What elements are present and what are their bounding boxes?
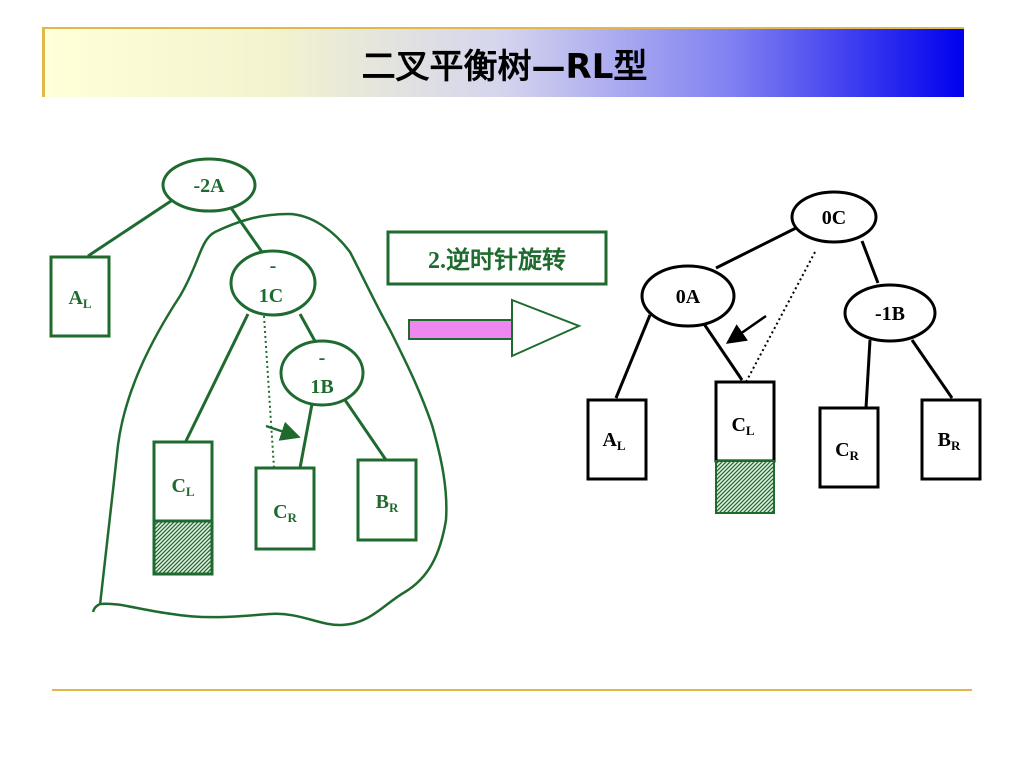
edge-b-cr — [864, 339, 872, 409]
move-arrow — [265, 421, 301, 441]
box-cr-right — [818, 406, 880, 489]
edge-a-cl — [698, 317, 744, 381]
edge-b-cr — [298, 403, 314, 469]
label-br-right: BR — [938, 429, 961, 453]
box-cl-right — [714, 380, 776, 463]
label-minus1b-top: - — [319, 347, 326, 369]
box-br-left — [356, 458, 418, 542]
label-minus1b-right: -1B — [875, 303, 905, 325]
node-0c — [790, 190, 878, 244]
edge-c-b — [860, 240, 880, 284]
left-tree-labels: -2A - 1C - 1B AL CL CR BR — [68, 175, 399, 525]
right-tree — [586, 190, 982, 514]
left-tree — [49, 157, 448, 627]
dotted-link-right — [745, 251, 816, 383]
arrow-head — [511, 298, 582, 358]
box-al-left — [49, 255, 111, 338]
label-0c: 0C — [822, 207, 846, 229]
label-cl-left: CL — [171, 475, 194, 499]
move-arrow-right — [725, 314, 767, 344]
label-minus1b-bottom: 1B — [310, 376, 333, 398]
label-minus1c-bottom: 1C — [259, 285, 283, 307]
label-minus1c-top: - — [270, 255, 277, 277]
node-0a — [640, 264, 736, 328]
label-al-left: AL — [68, 287, 91, 311]
label-0a: 0A — [676, 286, 701, 308]
rotation-label: 2.逆时针旋转 — [428, 246, 566, 274]
box-al-right — [586, 398, 648, 481]
box-cl-left — [152, 440, 214, 523]
bottom-divider — [52, 689, 972, 691]
edge-c-cl — [184, 313, 250, 442]
box-cl-left-hatch — [152, 519, 214, 576]
label-cr-left: CR — [273, 501, 297, 525]
node-minus2a — [161, 157, 257, 213]
node-minus1b-right — [843, 283, 937, 343]
label-br-left: BR — [376, 491, 399, 515]
box-br-right — [920, 398, 982, 481]
edge-a-al — [614, 314, 652, 399]
edge-a-al — [87, 197, 175, 258]
edge-a-c — [227, 204, 264, 253]
edge-c-b — [298, 313, 318, 344]
label-minus2a: -2A — [193, 175, 225, 197]
edge-b-br — [910, 339, 954, 399]
dotted-link — [263, 315, 275, 469]
edge-c-a — [715, 224, 801, 270]
title-band: 二叉平衡树—RL型 — [42, 27, 964, 97]
subtree-outline — [91, 212, 448, 627]
label-cl-right: CL — [731, 414, 754, 438]
node-minus1c — [229, 249, 317, 317]
rotation-label-box — [386, 230, 608, 286]
edge-b-br — [343, 399, 388, 461]
rotation-indicator: 2.逆时针旋转 — [386, 230, 608, 358]
label-cr-right: CR — [835, 439, 859, 463]
node-minus1b — [279, 339, 365, 407]
box-cl-right-hatch — [715, 460, 775, 514]
label-al-right: AL — [602, 429, 625, 453]
right-tree-labels: 0C 0A -1B AL CL CR BR — [602, 207, 961, 463]
arrow-shaft — [408, 319, 513, 340]
page-title: 二叉平衡树—RL型 — [361, 46, 648, 87]
box-cr-left — [254, 466, 316, 551]
